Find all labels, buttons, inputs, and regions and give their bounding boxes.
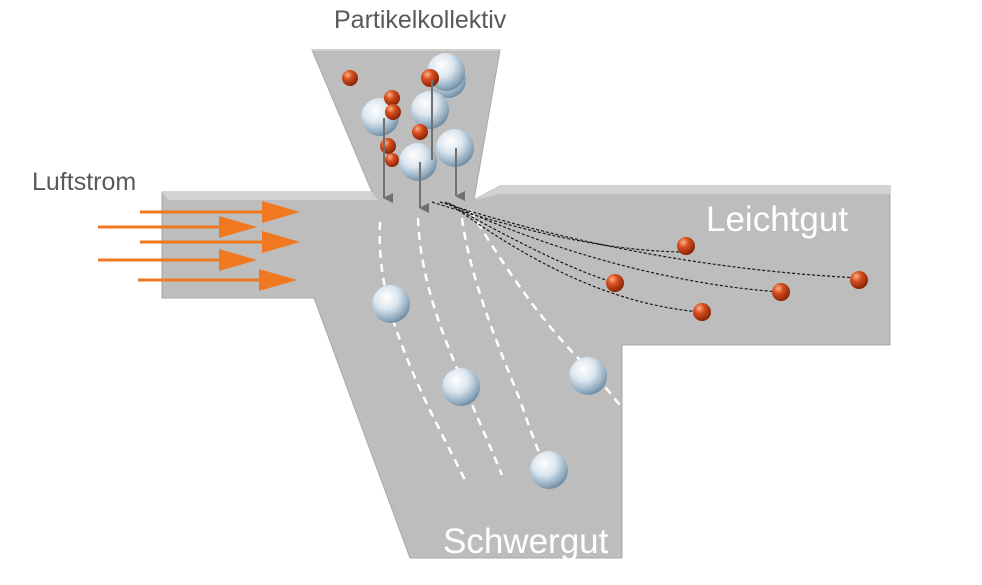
air-arrow [98,216,257,238]
heavy-path [468,209,623,409]
light-trajectories [431,201,861,313]
particle-collective-label: Partikelkollektiv [334,6,507,34]
small-particle [342,70,358,86]
large-particle [442,368,480,406]
fall-arrows [383,80,465,213]
light-fraction-label: Leichtgut [706,200,849,239]
air-arrow [140,231,300,253]
air-flow-arrows [98,201,300,291]
large-particle [569,357,607,395]
small-particle [412,124,428,140]
heavy-path [378,221,467,481]
small-particle [693,303,711,321]
light-path [431,201,681,253]
air-arrow [138,269,297,291]
channel-top-face [162,192,378,200]
hopper-particles [342,53,474,181]
small-particle [772,283,790,301]
small-particle [380,138,396,154]
large-particle [399,143,437,181]
heavy-trajectories [378,209,623,481]
small-particle [677,237,695,255]
heavy-particles [372,285,607,489]
large-particle [530,451,568,489]
heavy-path [416,217,504,476]
light-particles [606,237,868,321]
small-particle [385,104,401,120]
channel-right-top-face [474,186,890,200]
light-path [449,203,701,313]
large-particle [372,285,410,323]
heavy-path [460,217,548,471]
small-particle [850,271,868,289]
air-arrow [98,249,257,271]
light-path [444,201,613,283]
small-particle [384,90,400,106]
heavy-fraction-label: Schwergut [443,522,609,561]
small-particle [606,274,624,292]
light-path [447,202,781,293]
small-particle [421,69,439,87]
classifier-channel [161,49,891,559]
large-particle [411,91,449,129]
air-arrow [140,201,300,223]
small-particle [385,153,399,167]
light-path [439,201,861,279]
air-flow-label: Luftstrom [32,168,137,196]
